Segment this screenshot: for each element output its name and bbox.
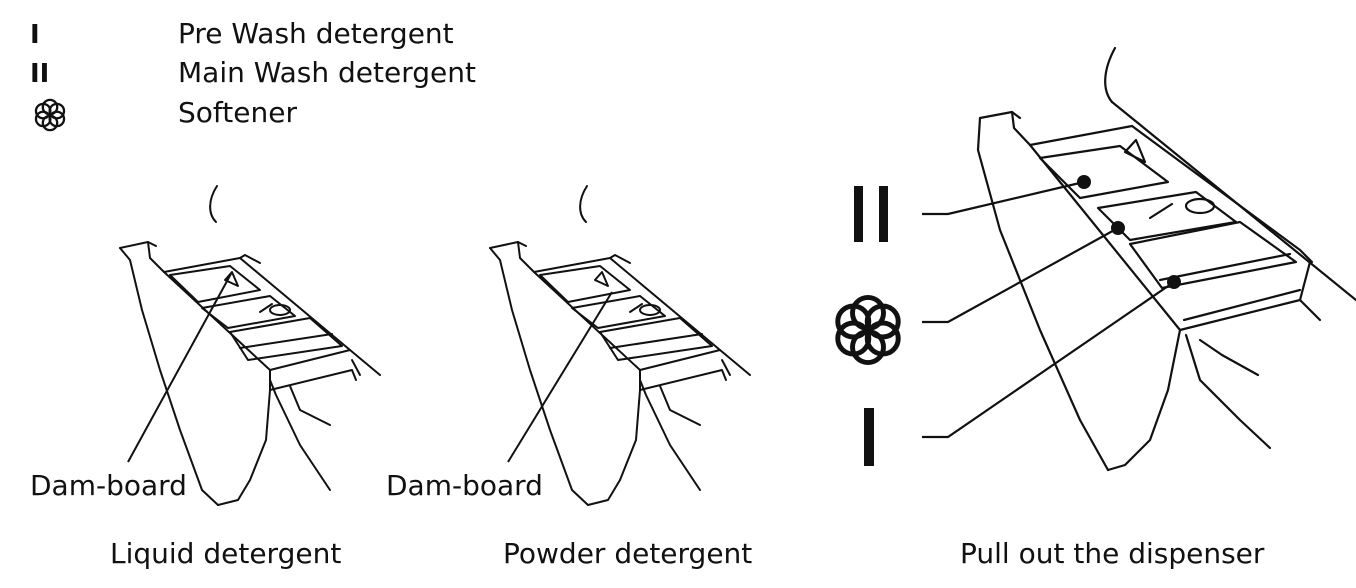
legend-text-prewash: Pre Wash detergent [178, 17, 454, 50]
marker-prewash-icon [864, 408, 874, 466]
damboard-pointer-powder [507, 291, 613, 463]
caption-liquid: Liquid detergent [110, 537, 342, 570]
compartment-leaders [922, 180, 1175, 439]
damboard-label-powder: Dam-board [386, 469, 543, 502]
marker-dot-prewash [1167, 275, 1181, 289]
marker-dot-softener [1111, 221, 1125, 235]
drawer-powder [489, 185, 751, 506]
marker-dot-mainwash [1077, 175, 1091, 189]
caption-powder: Powder detergent [503, 537, 753, 570]
damboard-label-liquid: Dam-board [30, 469, 187, 502]
drawer-liquid [119, 185, 381, 506]
marker-softener-icon [838, 297, 898, 362]
caption-pull-out: Pull out the dispenser [960, 537, 1265, 570]
legend-symbol-mainwash: II [30, 59, 50, 89]
drawer-large [976, 46, 1356, 472]
damboard-pointer-liquid [127, 271, 233, 463]
legend-flower-icon [34, 98, 66, 132]
legend-text-softener: Softener [178, 96, 297, 129]
marker-mainwash-icon [854, 186, 888, 242]
legend-symbol-prewash: I [30, 20, 40, 50]
legend-text-mainwash: Main Wash detergent [178, 56, 476, 89]
